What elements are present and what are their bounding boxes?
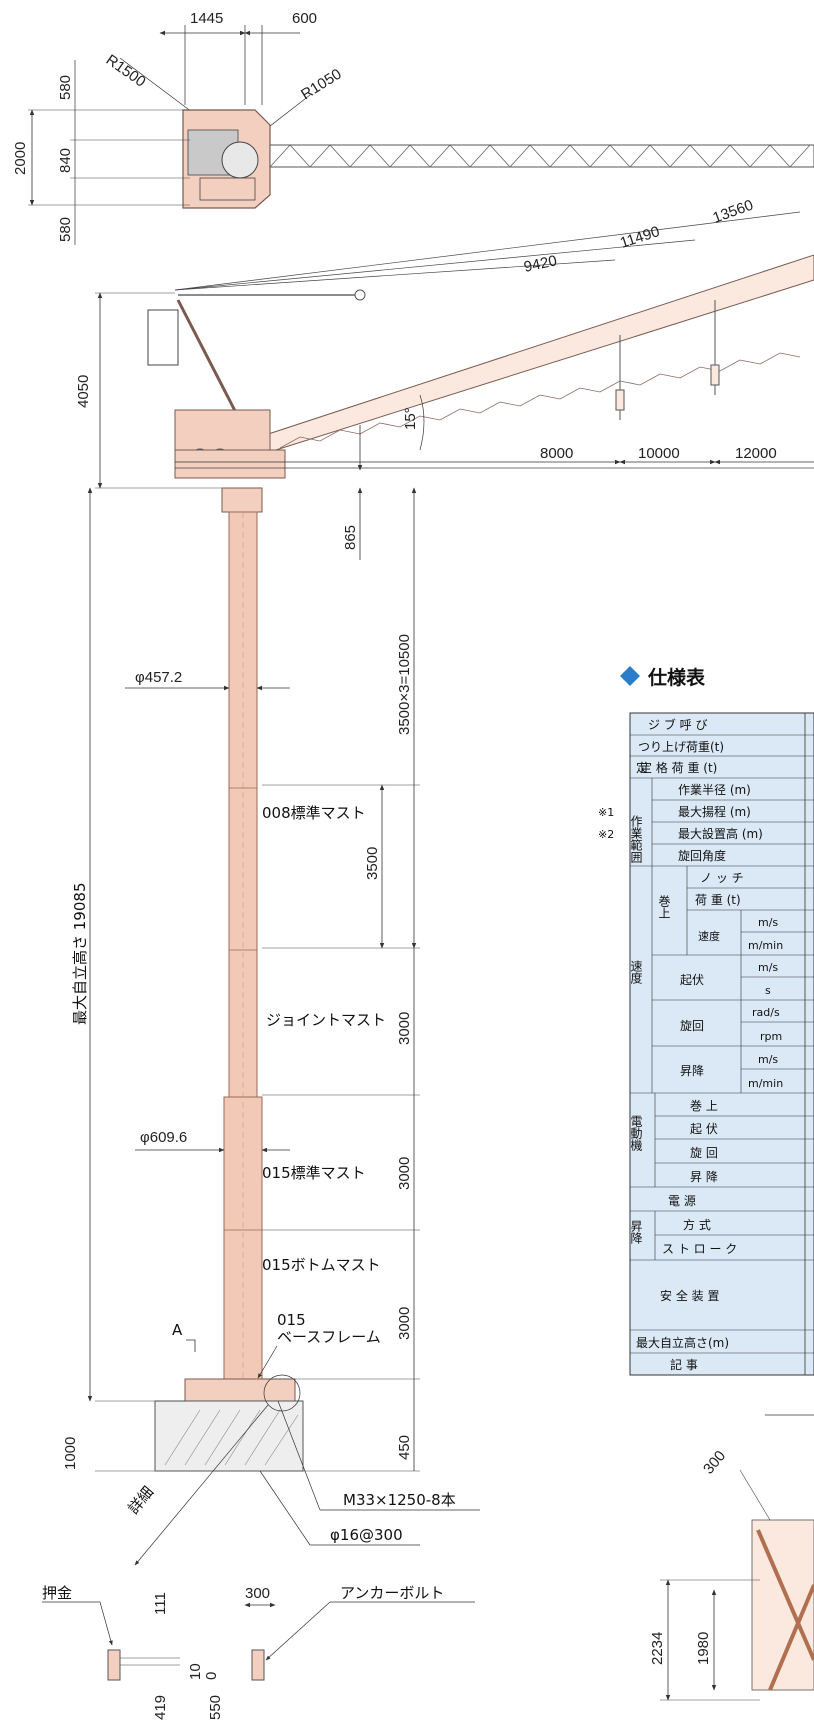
spec-row-safety: 安 全 装 置 bbox=[660, 1288, 719, 1303]
spec-group-climb: 昇降 bbox=[680, 1064, 704, 1078]
span-12000: 12000 bbox=[735, 445, 777, 462]
spec-group-climb-2: 昇降 bbox=[629, 1220, 643, 1244]
label-anchor-bolts: M33×1250-8本 bbox=[343, 1491, 456, 1509]
height-3500: 3500 bbox=[364, 847, 381, 880]
label-015-bottom: 015ボトムマスト bbox=[262, 1256, 381, 1274]
plan-dim-600: 600 bbox=[292, 10, 317, 27]
spec-group-slew: 旋回 bbox=[680, 1019, 704, 1033]
spec-table-grid bbox=[630, 734, 814, 1354]
spec-row-notch: ノ ッ チ bbox=[700, 871, 744, 885]
spec-row-stroke: ス ト ロ ー ク bbox=[662, 1242, 737, 1256]
jib-angle: 15° bbox=[402, 407, 419, 430]
label-base-frame: ベースフレーム bbox=[277, 1328, 381, 1346]
spec-unit-8: m/min bbox=[748, 1077, 783, 1090]
detail-view: 押金 111 10 0 419 550 300 アンカーボルト bbox=[42, 1584, 475, 1720]
spec-row-rated-load: 定 格 荷 重 (t) bbox=[640, 760, 717, 775]
spec-row-power: 電 源 bbox=[668, 1194, 696, 1208]
spec-motor-luff: 起 伏 bbox=[690, 1122, 718, 1136]
plan-dim-1445: 1445 bbox=[190, 10, 223, 27]
spec-group-motor: 電動機 bbox=[629, 1115, 643, 1151]
spec-group-luff: 起伏 bbox=[680, 973, 704, 987]
spec-unit-3: m/s bbox=[758, 961, 778, 974]
detail-dim-10: 10 bbox=[187, 1663, 204, 1680]
detail-label-anchor: アンカーボルト bbox=[340, 1584, 444, 1602]
height-4050: 4050 bbox=[75, 375, 92, 408]
height-3000-std: 3000 bbox=[396, 1157, 413, 1190]
spec-row-slew-angle: 旋回角度 bbox=[678, 848, 726, 863]
spec-note-2: ※2 bbox=[598, 828, 614, 841]
detail-dim-111: 111 bbox=[152, 1592, 169, 1615]
spec-row-notes: 記 事 bbox=[670, 1357, 698, 1372]
label-joint-mast: ジョイントマスト bbox=[266, 1011, 386, 1029]
plan-dim-r1500: R1500 bbox=[103, 51, 149, 90]
spec-note-1: ※1 bbox=[598, 806, 614, 819]
label-rebar: φ16@300 bbox=[330, 1526, 403, 1544]
elevation-view: 9420 11490 13560 8000 10000 12000 15° bbox=[62, 197, 814, 1566]
br-dim-2234: 2234 bbox=[649, 1632, 666, 1665]
height-3000-joint: 3000 bbox=[396, 1012, 413, 1045]
label-detail: 詳細 bbox=[124, 1483, 157, 1518]
spec-unit-2: m/min bbox=[748, 939, 783, 952]
spec-row-hoist-load: 荷 重 (t) bbox=[695, 893, 741, 907]
detail-dim-419: 419 bbox=[152, 1695, 169, 1720]
spec-unit-1: m/s bbox=[758, 916, 778, 929]
label-008-mast: 008標準マスト bbox=[262, 804, 366, 822]
bottom-right-view: 300 2234 1980 bbox=[649, 1414, 814, 1701]
height-1000: 1000 bbox=[62, 1437, 79, 1470]
span-8000: 8000 bbox=[540, 445, 573, 462]
spec-row-jib: ジ ブ 呼 び bbox=[648, 717, 707, 732]
spec-unit-7: m/s bbox=[758, 1053, 778, 1066]
spec-unit-5: rad/s bbox=[752, 1006, 780, 1019]
br-dim-300: 300 bbox=[700, 1447, 729, 1477]
plan-view: 1445 600 R1500 R1050 580 840 580 2000 bbox=[12, 10, 814, 245]
spec-table-title: 仕様表 bbox=[647, 666, 706, 689]
spec-group-hoist: 巻上 bbox=[657, 895, 671, 919]
spec-unit-6: rpm bbox=[760, 1030, 782, 1043]
height-3500x3: 3500×3=10500 bbox=[396, 634, 413, 735]
detail-dim-0: 0 bbox=[203, 1672, 220, 1680]
br-dim-1980: 1980 bbox=[695, 1632, 712, 1665]
detail-dim-300: 300 bbox=[245, 1585, 270, 1602]
height-3000-bottom: 3000 bbox=[396, 1307, 413, 1340]
spec-row-max-install: 最大設置高 (m) bbox=[678, 826, 763, 841]
spec-motor-hoist: 巻 上 bbox=[690, 1099, 718, 1113]
spec-row-lift-load: つり上げ荷重(t) bbox=[638, 740, 724, 754]
spec-table: 仕様表 bbox=[598, 666, 814, 1376]
spec-group-speed: 速度 bbox=[629, 960, 643, 984]
spec-unit-4: s bbox=[765, 984, 771, 997]
radius-11490: 11490 bbox=[618, 223, 662, 252]
spec-row-max-height: 最大自立高さ(m) bbox=[636, 1335, 729, 1350]
spec-motor-climb: 昇 降 bbox=[690, 1170, 718, 1184]
spec-row-method: 方 式 bbox=[683, 1217, 711, 1232]
plan-dim-2000: 2000 bbox=[12, 142, 29, 175]
radius-13560: 13560 bbox=[711, 197, 756, 227]
total-height-label: 最大自立高さ 19085 bbox=[71, 883, 89, 1026]
spec-row-max-lift: 最大揚程 (m) bbox=[678, 804, 751, 819]
diamond-icon bbox=[620, 666, 640, 686]
detail-label-oshigane: 押金 bbox=[42, 1584, 72, 1602]
spec-group-hoist-speed: 速度 bbox=[698, 929, 720, 943]
diameter-609: φ609.6 bbox=[140, 1129, 187, 1146]
section-mark-a: A bbox=[172, 1321, 183, 1339]
spec-group-work-range: 作業範囲 bbox=[629, 815, 643, 863]
spec-row-work-radius: 作業半径 (m) bbox=[678, 783, 751, 797]
label-015-mast: 015標準マスト bbox=[262, 1164, 366, 1182]
plan-dim-840: 840 bbox=[57, 148, 74, 173]
plan-dim-580-top: 580 bbox=[57, 75, 74, 100]
detail-dim-550: 550 bbox=[207, 1695, 224, 1720]
height-865: 865 bbox=[342, 525, 359, 550]
span-10000: 10000 bbox=[638, 445, 680, 462]
radius-9420: 9420 bbox=[522, 252, 558, 276]
plan-dim-r1050: R1050 bbox=[298, 66, 344, 104]
height-450: 450 bbox=[396, 1435, 413, 1460]
spec-group-0: 定 bbox=[636, 760, 648, 775]
diameter-457: φ457.2 bbox=[135, 669, 182, 686]
spec-motor-slew: 旋 回 bbox=[690, 1146, 718, 1160]
label-015: 015 bbox=[277, 1311, 306, 1329]
plan-dim-580-bottom: 580 bbox=[57, 217, 74, 242]
